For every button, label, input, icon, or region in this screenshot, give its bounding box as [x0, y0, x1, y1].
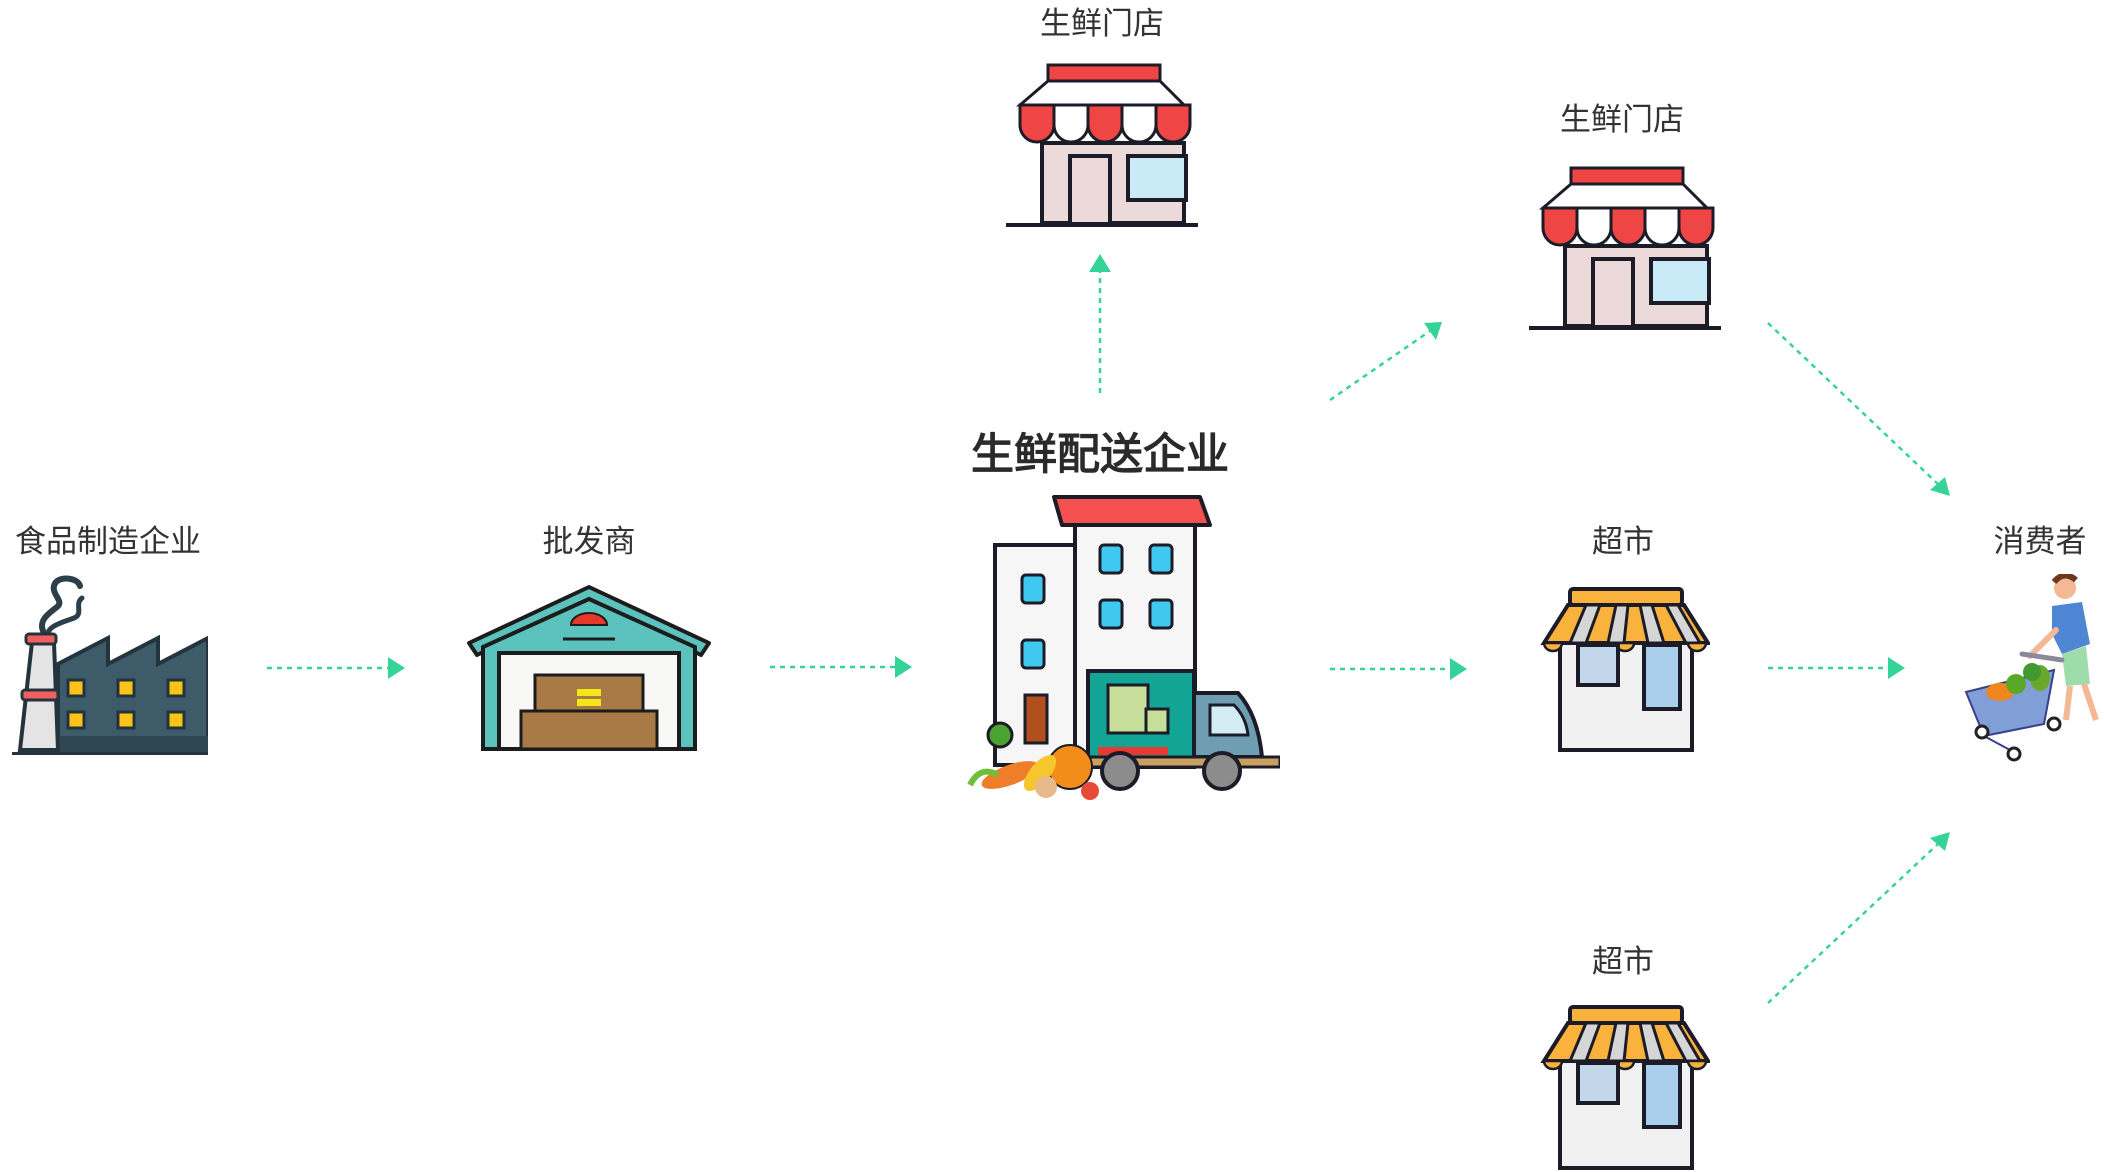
shopper-cart-icon [1964, 574, 2099, 762]
factory-icon [12, 575, 208, 755]
arrowhead-icon [1930, 832, 1950, 851]
arrowhead-icon [1424, 322, 1442, 340]
label-supermarket-1: 超市 [1592, 524, 1654, 560]
shop-icon [1006, 63, 1198, 227]
supermarket-icon [1540, 587, 1710, 752]
label-supermarket-2: 超市 [1592, 944, 1654, 980]
arrowhead-icon [388, 657, 405, 679]
arrow-distributor-to-store-right [1329, 329, 1431, 402]
supermarket-icon [1540, 1005, 1710, 1170]
shop-icon [1529, 166, 1721, 330]
warehouse-icon [467, 585, 711, 751]
label-distributor: 生鲜配送企业 [971, 430, 1229, 480]
arrow-store-right-to-consumer [1767, 322, 1941, 487]
arrow-supermarket-2-to-consumer [1767, 841, 1941, 1004]
label-store-top: 生鲜门店 [1040, 6, 1164, 42]
arrowhead-icon [1450, 658, 1467, 680]
arrowhead-icon [1888, 657, 1905, 679]
arrowhead-icon [1930, 477, 1950, 496]
arrowhead-icon [1089, 254, 1111, 272]
label-consumer: 消费者 [1993, 524, 2087, 560]
label-store-right: 生鲜门店 [1560, 102, 1684, 138]
delivery-truck-building-icon [967, 495, 1280, 800]
label-wholesaler: 批发商 [542, 524, 636, 560]
label-manufacturer: 食品制造企业 [15, 524, 201, 560]
arrowhead-icon [895, 656, 912, 678]
